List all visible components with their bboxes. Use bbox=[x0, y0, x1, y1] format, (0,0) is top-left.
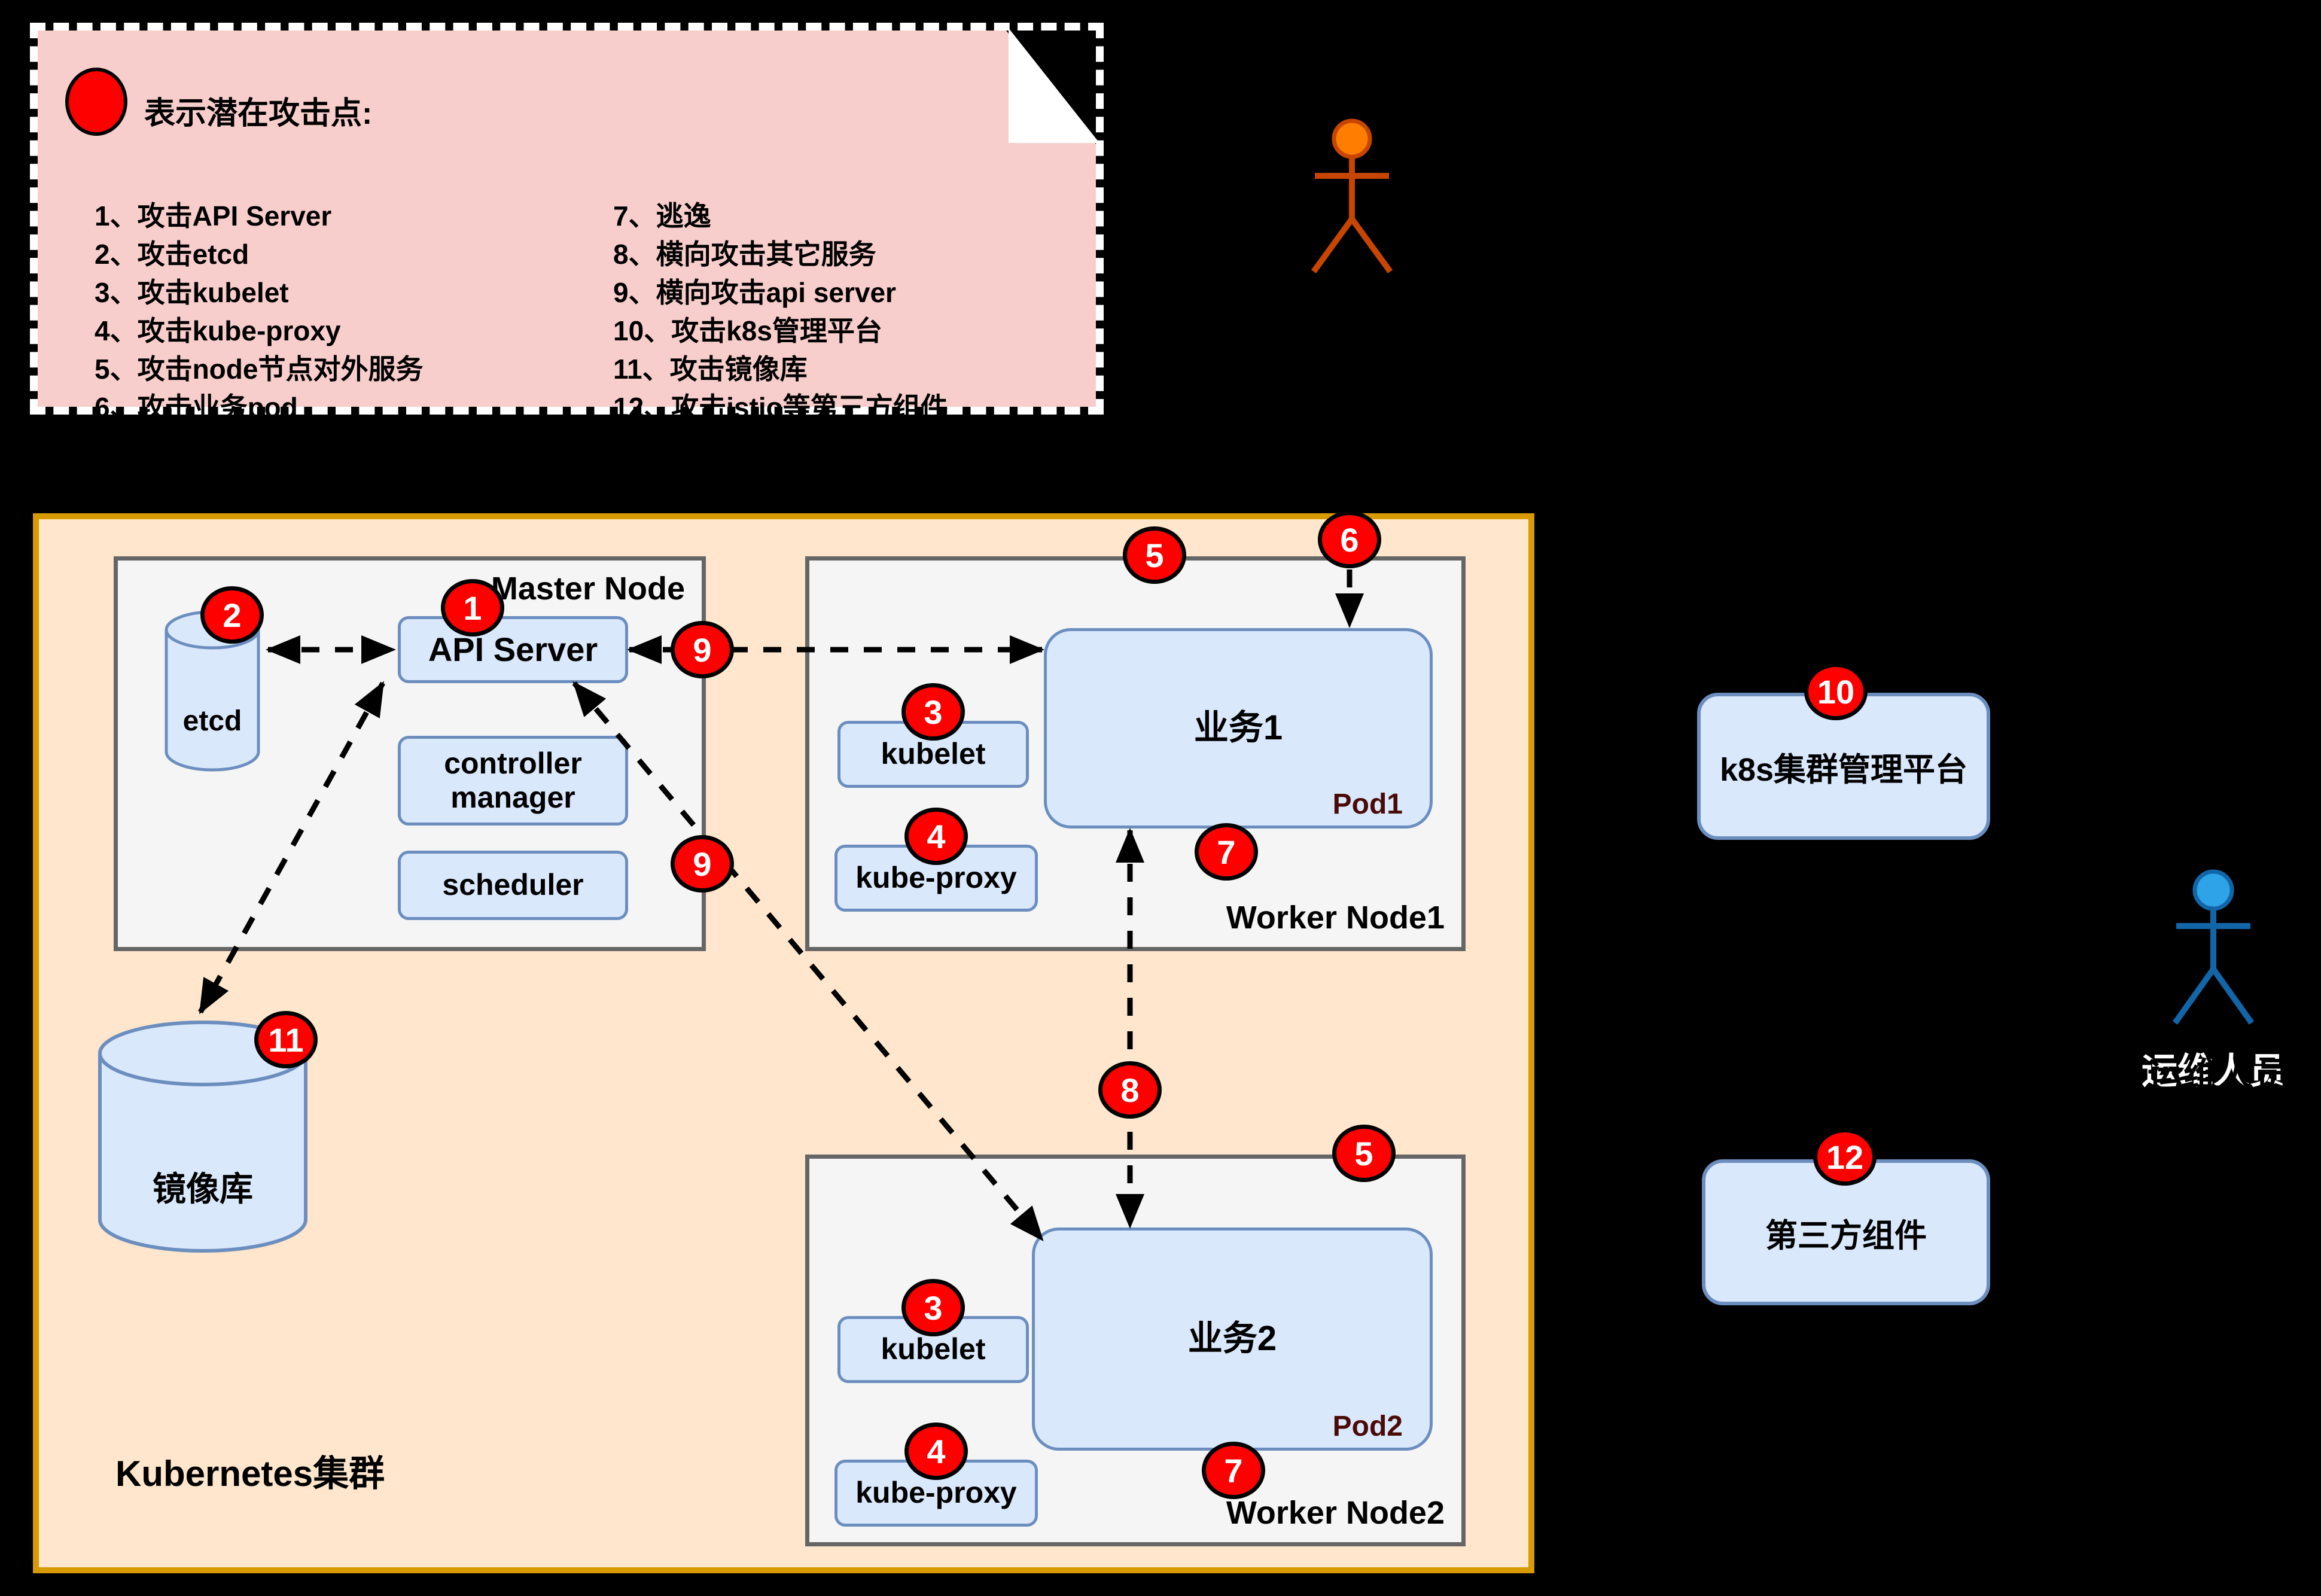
attack-point-marker-7: 7 bbox=[1195, 823, 1258, 881]
attack-point-marker-6: 6 bbox=[1318, 511, 1381, 568]
etcd-label: etcd bbox=[182, 705, 242, 737]
legend-item: 3、攻击kubelet bbox=[95, 277, 289, 308]
legend-item: 5、攻击node节点对外服务 bbox=[95, 354, 424, 385]
attack-point-marker-1: 1 bbox=[441, 579, 504, 636]
worker-node2-title: Worker Node2 bbox=[1226, 1495, 1445, 1531]
attack-point-marker-4: 4 bbox=[904, 808, 968, 865]
api-server-box: API Server bbox=[398, 616, 628, 683]
ops-actor-label: 运维人员 运维人员 bbox=[2142, 1051, 2291, 1096]
worker1-pod-box: 业务1 Pod1 bbox=[1044, 628, 1433, 829]
legend-item: 2、攻击etcd bbox=[95, 239, 249, 270]
legend-item: 7、逃逸 bbox=[613, 200, 711, 232]
attack-point-marker-2: 2 bbox=[200, 586, 264, 644]
legend-item: 9、横向攻击api server bbox=[613, 277, 896, 308]
attack-point-marker-5: 5 bbox=[1123, 526, 1186, 584]
legend-background bbox=[38, 31, 1096, 407]
attack-point-marker-10: 10 bbox=[1804, 663, 1868, 720]
master-node-title: Master Node bbox=[491, 571, 685, 607]
attack-point-marker-3: 3 bbox=[901, 683, 965, 741]
worker2-pod-box: 业务2 Pod2 bbox=[1032, 1228, 1433, 1451]
attacker-actor-icon bbox=[1311, 118, 1393, 273]
worker1-pod-tag: Pod1 bbox=[1332, 788, 1403, 820]
legend-item: 12、攻击istio等第三方组件 bbox=[613, 392, 948, 423]
attack-point-legend-icon bbox=[65, 68, 127, 136]
legend-item: 8、横向攻击其它服务 bbox=[613, 239, 876, 270]
legend-item: 4、攻击kube-proxy bbox=[95, 315, 341, 346]
attack-point-marker-4: 4 bbox=[904, 1423, 968, 1480]
legend-item: 1、攻击API Server bbox=[95, 200, 332, 232]
attack-point-marker-7: 7 bbox=[1202, 1442, 1265, 1499]
attack-point-marker-8: 8 bbox=[1098, 1061, 1162, 1119]
registry-cylinder-icon: 镜像库 bbox=[98, 1020, 308, 1253]
attack-point-marker-5: 5 bbox=[1332, 1125, 1396, 1182]
legend-item: 11、攻击镜像库 bbox=[613, 354, 808, 385]
worker-node1-title: Worker Node1 bbox=[1226, 900, 1445, 936]
folded-corner-icon bbox=[1009, 28, 1099, 143]
cluster-label: Kubernetes集群 bbox=[115, 1454, 385, 1494]
attack-point-marker-9: 9 bbox=[671, 835, 734, 893]
worker1-pod-label: 业务1 bbox=[1193, 708, 1283, 748]
registry-label: 镜像库 bbox=[153, 1170, 253, 1208]
worker2-kubelet-box: kubelet bbox=[837, 1316, 1029, 1383]
controller-manager-box: controller manager bbox=[398, 736, 628, 826]
attack-point-marker-3: 3 bbox=[901, 1279, 965, 1336]
legend-items-left: 1、攻击API Server 2、攻击etcd 3、攻击kubelet 4、攻击kub… bbox=[95, 197, 423, 427]
attack-point-marker-12: 12 bbox=[1813, 1128, 1877, 1186]
legend-item: 6、攻击业务pod bbox=[95, 392, 298, 423]
legend-item: 10、攻击k8s管理平台 bbox=[613, 315, 882, 346]
legend-items-right: 7、逃逸 8、横向攻击其它服务 9、横向攻击api server 10、攻击k8s管理… bbox=[613, 197, 948, 427]
legend-note: 表示潜在攻击点: 1、攻击API Server 2、攻击etcd 3、攻击kubel… bbox=[30, 23, 1104, 423]
attack-point-marker-11: 11 bbox=[254, 1011, 318, 1068]
attack-point-marker-9: 9 bbox=[671, 621, 734, 678]
ops-actor-icon bbox=[2172, 869, 2255, 1025]
worker2-pod-label: 业务2 bbox=[1187, 1319, 1277, 1359]
scheduler-box: scheduler bbox=[398, 851, 628, 920]
worker2-pod-tag: Pod2 bbox=[1332, 1410, 1403, 1442]
legend-title: 表示潜在攻击点: bbox=[144, 96, 373, 131]
